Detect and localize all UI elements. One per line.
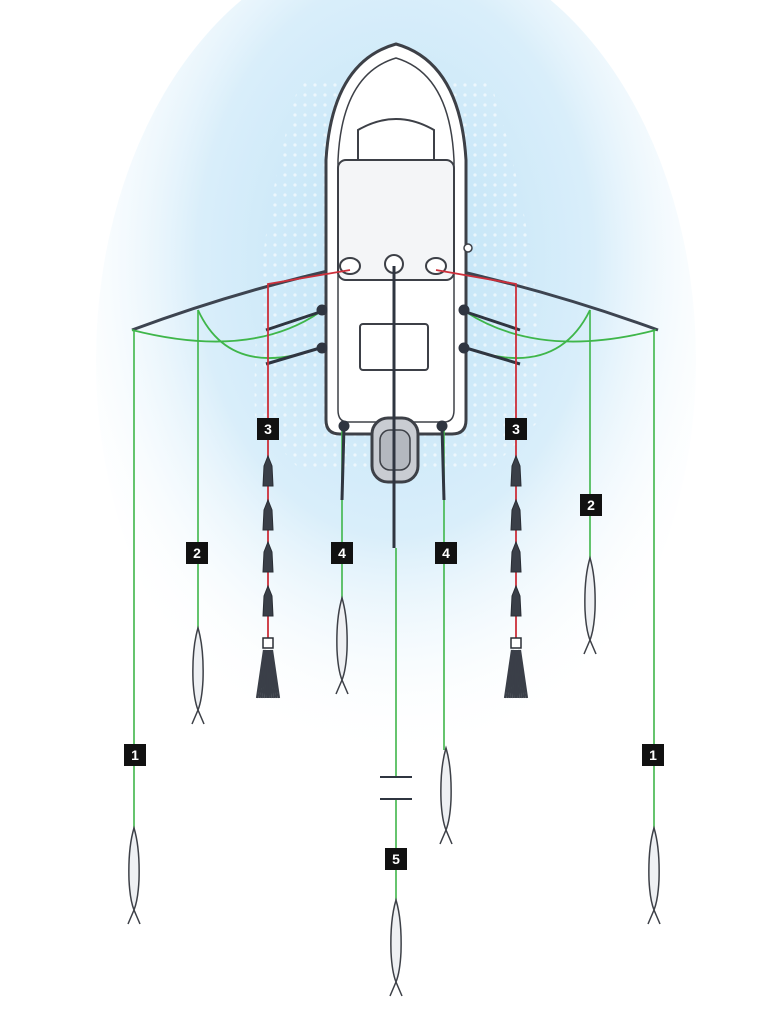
right-squid-4 [510, 584, 522, 617]
marker-3-left: 3 [257, 418, 279, 440]
boat-bow-hatch [357, 118, 435, 161]
flat-line-rods [265, 304, 521, 366]
left-squid-4 [262, 584, 274, 617]
svg-text:2: 2 [587, 497, 595, 513]
marker-4-right: 4 [435, 542, 457, 564]
boat [324, 42, 473, 484]
daisy-chain-right [503, 454, 529, 699]
left-outrigger-pole [131, 264, 351, 332]
left-squid-3 [262, 540, 274, 573]
marker-2-left: 2 [186, 542, 208, 564]
marker-2-right: 2 [580, 494, 602, 516]
daisy-chain-left [255, 454, 281, 699]
right-bird-teaser [503, 637, 529, 699]
left-squid-1 [262, 454, 274, 487]
line-break-symbol [380, 776, 412, 800]
marker-1-left: 1 [124, 744, 146, 766]
baitfish-1-right [647, 825, 661, 925]
svg-text:2: 2 [193, 545, 201, 561]
left-bird-teaser [255, 637, 281, 699]
right-squid-1 [510, 454, 522, 487]
svg-text:3: 3 [264, 421, 272, 437]
svg-text:4: 4 [338, 545, 346, 561]
svg-text:1: 1 [131, 747, 139, 763]
baitfish-2-left [191, 625, 205, 725]
left-squid-2 [262, 498, 274, 531]
baitfish-4-left [335, 595, 349, 695]
marker-5-center: 5 [385, 848, 407, 870]
svg-text:4: 4 [442, 545, 450, 561]
baitfish-4-right [439, 745, 453, 845]
baitfish-group [127, 555, 661, 997]
left-long-sag-line [131, 311, 321, 343]
boat-cleat [463, 243, 473, 253]
right-squid-3 [510, 540, 522, 573]
baitfish-2-right [583, 555, 597, 655]
svg-text:5: 5 [392, 851, 400, 867]
right-squid-2 [510, 498, 522, 531]
baitfish-1-left [127, 825, 141, 925]
svg-text:3: 3 [512, 421, 520, 437]
baitfish-5-center [389, 897, 403, 997]
marker-4-left: 4 [331, 542, 353, 564]
marker-1-right: 1 [642, 744, 664, 766]
right-long-sag-line [465, 311, 657, 343]
marker-3-right: 3 [505, 418, 527, 440]
boat-console [337, 159, 455, 281]
svg-text:1: 1 [649, 747, 657, 763]
stern-rods [338, 420, 448, 501]
